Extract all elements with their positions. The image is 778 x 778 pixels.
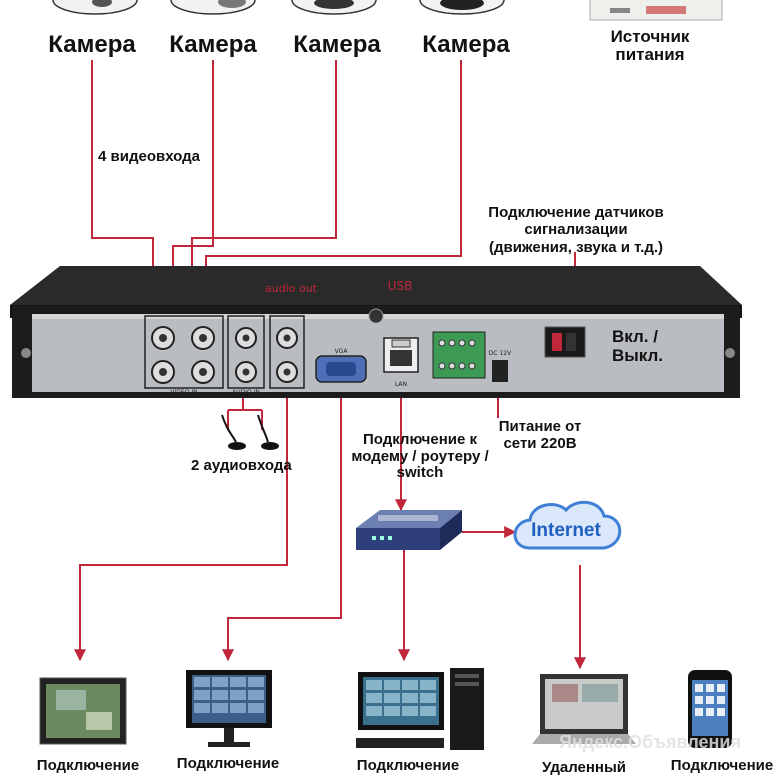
dc-label: DC 12V: [489, 350, 512, 357]
audio-inputs-label: 2 аудиовхода: [191, 457, 292, 474]
monitor-2-icon: [186, 670, 272, 747]
bottom-label-2: Подключение: [176, 755, 280, 772]
camera-4-label: Камера: [422, 31, 510, 58]
usb-label: USB: [388, 279, 413, 293]
power-220-label-line2: сети 220В: [503, 435, 577, 453]
lan-label: LAN: [395, 381, 407, 388]
modem-label: Подключение к модему / роутеру / switch: [340, 431, 500, 482]
camera-1-label: Камера: [48, 31, 136, 58]
bottom-label-4: Удаленный: [541, 759, 627, 776]
internet-label: Internet: [531, 520, 601, 541]
monitor-1-icon: [39, 677, 127, 745]
vga-label: VGA: [335, 348, 349, 355]
watermark: Яндекс.Объявления: [559, 732, 741, 752]
power-supply-icon: [589, 0, 723, 21]
smartphone-icon: [688, 670, 732, 748]
modem-label-line2: модему / роутеру /: [351, 447, 489, 465]
modem-label-line1: Подключение к: [362, 431, 478, 448]
sensors-label: Подключение датчиков сигнализации (движе…: [476, 204, 676, 256]
modem-label-line3: switch: [396, 464, 444, 481]
microphone-icons: [221, 414, 279, 450]
on-off-label-line2: Выкл.: [612, 345, 664, 365]
bottom-label-1: Подключение: [36, 757, 140, 774]
camera-2-icon: [170, 0, 256, 15]
sensors-label-line2: сигнализации: [524, 221, 628, 239]
laptop-icon: [532, 674, 636, 744]
network-switch-icon: [356, 510, 462, 550]
power-220-label-line1: Питание от: [498, 418, 582, 435]
on-off-label-line1: Вкл. /: [612, 327, 658, 346]
pc-icon: [356, 668, 484, 750]
camera-4-icon: [419, 0, 505, 15]
camera-1-icon: [52, 0, 138, 15]
sensors-label-line3: (движения, звука и т.д.): [488, 238, 664, 256]
camera-2-label: Камера: [169, 31, 257, 58]
power-supply-label-line1: Источник: [610, 27, 690, 46]
power-220-label: Питание от сети 220В: [490, 418, 590, 453]
sensors-label-line1: Подключение датчиков: [488, 204, 664, 221]
audio-out-label: audio out: [265, 282, 318, 295]
video-inputs-label: 4 видеовхода: [98, 148, 200, 165]
internet-cloud-icon: [513, 500, 622, 550]
bottom-label-3: Подключение: [356, 757, 460, 774]
bottom-label-5: Подключение: [670, 757, 774, 774]
audio-in-label: AUDIO IN: [232, 389, 260, 396]
power-supply-label-line2: питания: [615, 44, 685, 64]
camera-3-label: Камера: [293, 31, 381, 58]
power-supply-label: Источник питания: [588, 28, 712, 64]
camera-3-icon: [291, 0, 377, 15]
dvr-device: [10, 266, 742, 398]
video-in-label: VIDEO IN: [170, 389, 197, 396]
on-off-label: Вкл. / Выкл.: [612, 327, 664, 365]
